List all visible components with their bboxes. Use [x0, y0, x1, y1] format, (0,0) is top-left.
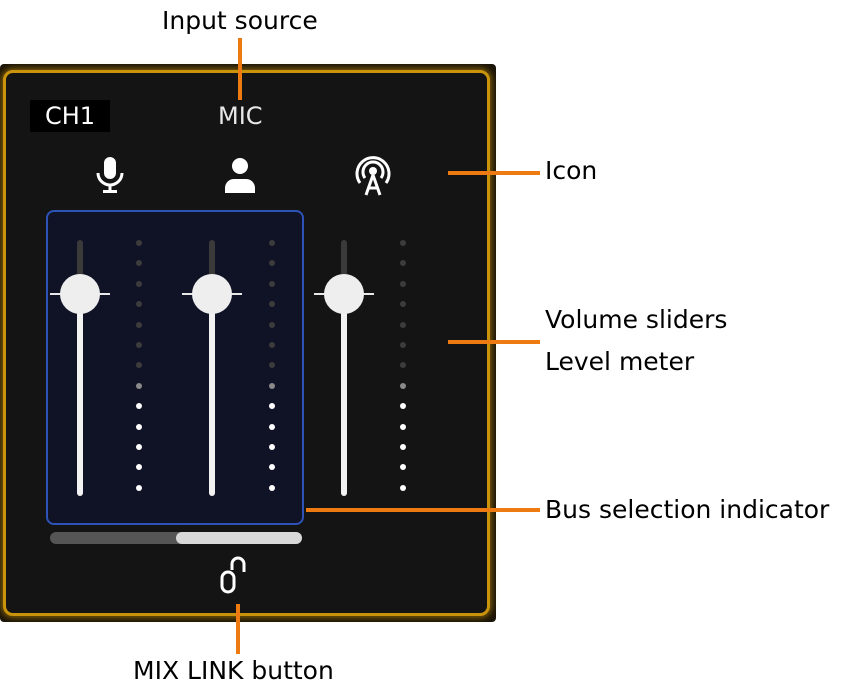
meter-dot [136, 322, 142, 328]
meter-dot [269, 464, 275, 470]
meter-dot [269, 301, 275, 307]
leader-mix-link [236, 604, 240, 654]
meter-dot [269, 240, 275, 246]
meter-dot [400, 444, 406, 450]
fader-knob[interactable] [324, 274, 364, 314]
meter-dot [400, 281, 406, 287]
channel-name: CH1 [30, 100, 110, 132]
leader-bus [306, 508, 540, 512]
meter-dot [136, 464, 142, 470]
meter-dot [269, 424, 275, 430]
fader-knob[interactable] [60, 274, 100, 314]
callout-mix-link: MIX LINK button [133, 656, 334, 685]
level-meter-3 [398, 236, 408, 496]
fader-track [77, 240, 83, 496]
meter-dot [136, 281, 142, 287]
mix-link-button[interactable] [218, 556, 254, 602]
meter-dot [136, 342, 142, 348]
meter-dot [400, 301, 406, 307]
bus-selection-indicator[interactable] [46, 210, 304, 525]
leader-icon [448, 171, 540, 175]
meter-dot [136, 383, 142, 389]
fader-knob[interactable] [192, 274, 232, 314]
bus-bar-selected [176, 532, 302, 544]
callout-level-meter: Level meter [545, 347, 695, 376]
meter-dot [269, 485, 275, 491]
fader-fill [341, 294, 347, 496]
meter-dot [136, 485, 142, 491]
meter-dot [269, 260, 275, 266]
meter-dot [136, 424, 142, 430]
mic-icon [96, 157, 124, 193]
level-meter-1 [134, 236, 144, 496]
meter-dot [269, 322, 275, 328]
level-meter-2 [267, 236, 277, 496]
meter-dot [400, 403, 406, 409]
meter-dot [400, 362, 406, 368]
meter-dot [269, 383, 275, 389]
meter-dot [400, 383, 406, 389]
callout-input-source: Input source [162, 6, 318, 35]
callout-volume-sliders: Volume sliders [545, 305, 728, 334]
broadcast-icon [355, 156, 391, 196]
person-icon [225, 158, 255, 193]
meter-dot [400, 322, 406, 328]
input-source-label[interactable]: MIC [218, 102, 263, 130]
meter-dot [400, 464, 406, 470]
meter-dot [269, 342, 275, 348]
meter-dot [400, 424, 406, 430]
callout-icon: Icon [545, 156, 598, 185]
leader-volume [448, 340, 540, 344]
leader-input-source [238, 38, 242, 100]
meter-dot [136, 301, 142, 307]
fader-track [209, 240, 215, 496]
meter-dot [136, 240, 142, 246]
meter-dot [269, 281, 275, 287]
fader-track [341, 240, 347, 496]
meter-dot [400, 342, 406, 348]
meter-dot [269, 362, 275, 368]
meter-dot [136, 403, 142, 409]
meter-dot [400, 485, 406, 491]
meter-dot [269, 444, 275, 450]
meter-dot [136, 444, 142, 450]
fader-fill [77, 294, 83, 496]
callout-bus-selection: Bus selection indicator [545, 495, 830, 524]
meter-dot [136, 362, 142, 368]
meter-dot [400, 240, 406, 246]
meter-dot [400, 260, 406, 266]
meter-dot [136, 260, 142, 266]
fader-fill [209, 294, 215, 496]
meter-dot [269, 403, 275, 409]
